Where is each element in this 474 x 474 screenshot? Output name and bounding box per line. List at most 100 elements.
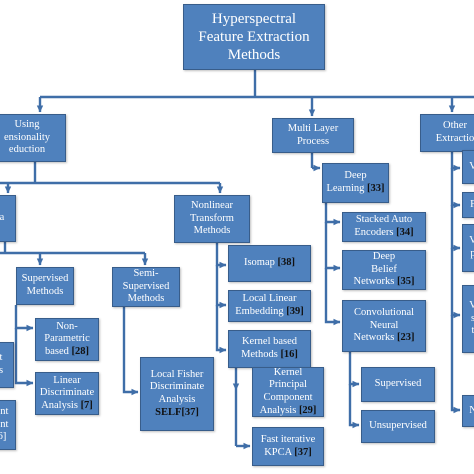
node-text-line: Convolutional	[353, 307, 415, 319]
reference-citation: [38]	[277, 257, 296, 269]
node-text-line: Stacked Auto	[355, 214, 413, 226]
node-text-line: Component	[263, 392, 313, 403]
node-text-line: Analysis	[158, 394, 196, 405]
node-text-line: Using	[14, 119, 40, 131]
node-text-line: Isomap [38]	[243, 257, 296, 269]
reference-citation: SELF[37]	[155, 406, 199, 418]
cnn-unsupervised-node: Unsupervised	[361, 410, 435, 443]
node-text-line: Hyperspectral	[211, 11, 297, 27]
right-partial-node-5: N	[462, 395, 474, 427]
node-text-line: ent	[0, 406, 9, 418]
reference-citation: [16]	[280, 349, 298, 360]
connector-line	[215, 265, 227, 309]
node-text-line: Extractio	[435, 133, 474, 144]
node-text-line: eduction	[8, 144, 46, 156]
node-text-line: F	[470, 198, 474, 210]
node-text-line: Linear	[53, 374, 81, 386]
reference-citation: [33]	[367, 183, 385, 194]
node-text-line: Discriminate	[39, 387, 95, 399]
connector-line	[450, 248, 461, 319]
connector-line	[348, 384, 360, 429]
node-text-line: Networks [23]	[353, 332, 415, 344]
node-text-line: Methods	[127, 293, 165, 305]
reference-citation: [7]	[80, 399, 93, 411]
node-text-line: Methods	[227, 47, 281, 63]
node-text-line: Deep	[372, 251, 396, 263]
node-text-line: p	[470, 248, 474, 259]
node-text-line: Methods [16]	[241, 349, 298, 360]
connector-line	[215, 305, 227, 354]
node-text-line: V	[469, 235, 474, 247]
reference-citation: [37]	[294, 446, 312, 458]
node-text-line: Learning [33]	[326, 183, 385, 194]
node-text-line: t	[471, 325, 474, 337]
cnn-supervised-node: Supervised	[361, 367, 435, 402]
connector-line	[14, 305, 34, 332]
node-text-line: Nonlinear	[191, 200, 233, 212]
node-text-line: Encoders [34]	[354, 227, 414, 238]
reference-citation: [35]	[396, 276, 415, 288]
connector-line	[324, 222, 341, 272]
node-text-line: t	[0, 352, 3, 364]
node-text-line: Neural	[369, 319, 399, 331]
node-text-line: 6]	[0, 431, 7, 443]
reference-citation: [39]	[286, 306, 304, 317]
node-text-line: Parametric	[44, 333, 90, 345]
connector-line	[122, 307, 139, 396]
node-text-line: Methods	[26, 286, 64, 297]
node-text-line: Other	[443, 120, 467, 132]
node-text-line: KPCA [37]	[264, 446, 312, 458]
node-text-line: Discriminate	[149, 381, 205, 393]
right-partial-node-2: F	[462, 192, 474, 218]
node-text-line: Multi Layer	[287, 122, 339, 134]
reference-citation: [34]	[396, 227, 414, 238]
node-text-line: Analysis [29]	[259, 404, 317, 416]
node-text-line: Unsupervised	[369, 420, 427, 432]
node-text-line: Supervised	[21, 273, 69, 285]
node-text-line: based [28]	[44, 345, 90, 357]
connector-line	[450, 315, 461, 414]
node-text-line: Kernel	[273, 366, 303, 378]
reference-citation: [23]	[396, 332, 415, 344]
node-text-line: Analysis [7]	[41, 399, 93, 411]
connector-line	[324, 268, 341, 326]
node-text-line: ensionality	[3, 131, 51, 143]
reference-citation: [28]	[71, 345, 90, 357]
node-text-line: Transform	[190, 212, 234, 224]
node-text-line: Local Fisher	[150, 368, 204, 380]
node-text-line: Non-	[56, 320, 78, 332]
node-text-line: Deep	[344, 170, 367, 182]
connector-line	[450, 152, 461, 172]
node-text-line: V	[469, 300, 474, 312]
node-text-line: Principal	[269, 379, 307, 391]
left-partial-node-b: entent6]	[0, 400, 16, 450]
connector-line	[14, 328, 34, 387]
node-text-line: s	[0, 365, 4, 376]
node-text-line: s	[470, 312, 474, 324]
node-text-line: Feature Extraction	[198, 29, 310, 45]
right-partial-node-1: V	[462, 150, 474, 184]
node-text-line: Fast iterative	[260, 433, 316, 445]
reference-citation: [29]	[298, 404, 317, 416]
connector-line	[450, 205, 461, 252]
connector-line	[324, 203, 341, 226]
node-text-line: Kernel based	[241, 336, 298, 348]
